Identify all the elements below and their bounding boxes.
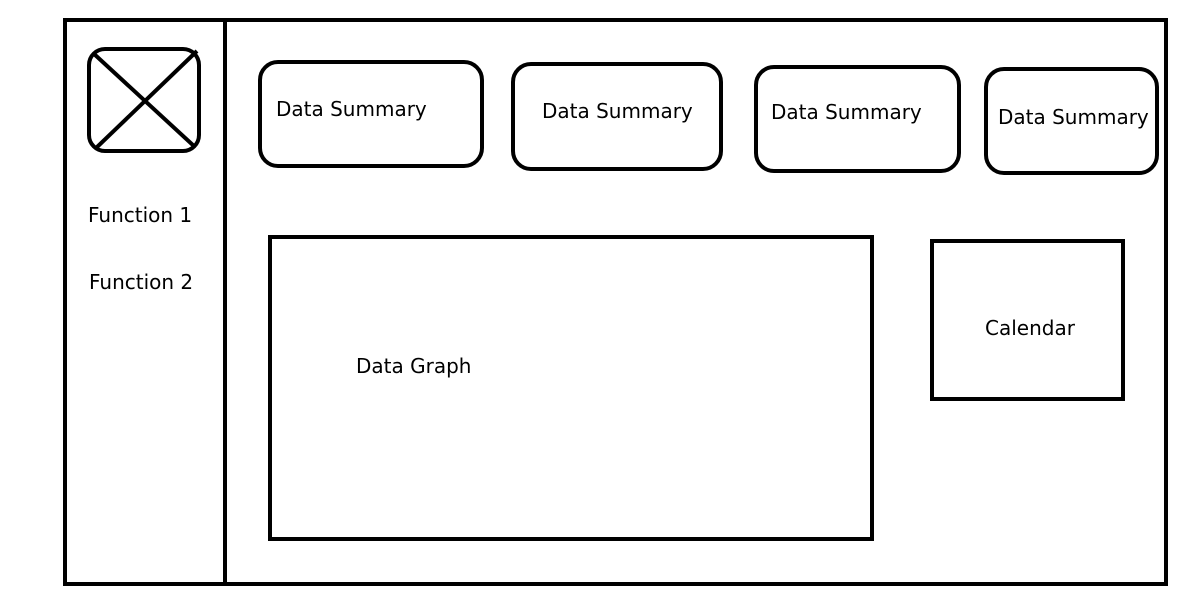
data-summary-card-1[interactable] bbox=[258, 60, 484, 168]
data-graph-panel[interactable] bbox=[268, 235, 874, 541]
placeholder-image-icon[interactable] bbox=[87, 47, 201, 153]
calendar-label: Calendar bbox=[985, 316, 1075, 340]
data-summary-card-3[interactable] bbox=[754, 65, 961, 173]
sidebar-item-function-1[interactable]: Function 1 bbox=[88, 203, 193, 227]
data-graph-label: Data Graph bbox=[356, 354, 472, 378]
data-summary-label: Data Summary bbox=[542, 99, 693, 123]
sidebar-item-function-2[interactable]: Function 2 bbox=[89, 270, 194, 294]
sidebar-divider bbox=[223, 18, 227, 584]
data-summary-label: Data Summary bbox=[998, 105, 1149, 129]
data-summary-label: Data Summary bbox=[276, 97, 427, 121]
calendar-panel[interactable] bbox=[930, 239, 1125, 401]
data-summary-card-2[interactable] bbox=[511, 62, 723, 171]
data-summary-card-4[interactable] bbox=[984, 67, 1159, 175]
app-frame bbox=[63, 18, 1168, 586]
data-summary-label: Data Summary bbox=[771, 100, 922, 124]
